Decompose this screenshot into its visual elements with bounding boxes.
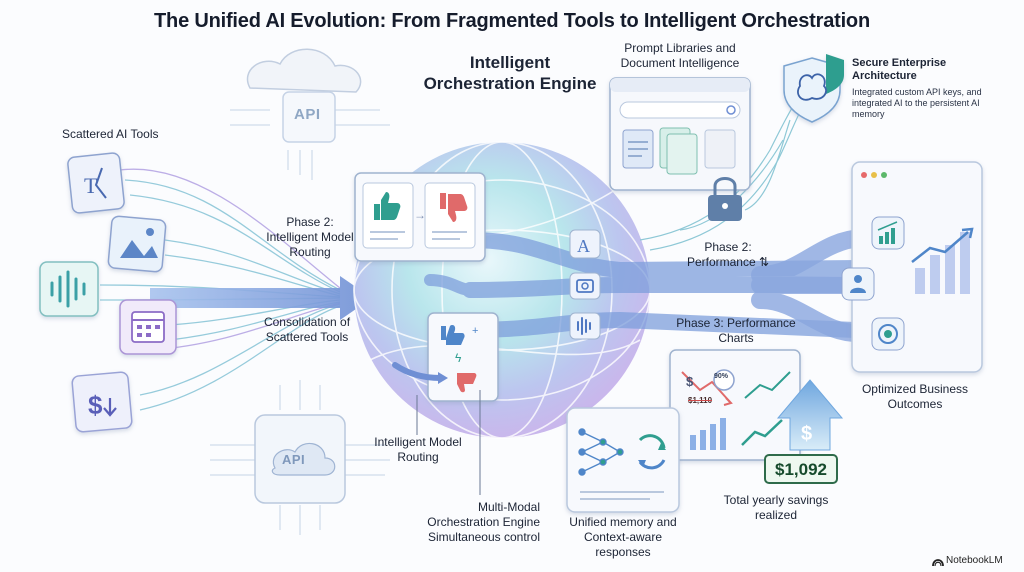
svg-text:A: A xyxy=(577,236,590,256)
page-title: The Unified AI Evolution: From Fragmente… xyxy=(154,10,870,32)
optimized-outcomes-label: Optimized Business Outcomes xyxy=(861,382,969,411)
scattered-tools-label: Scattered AI Tools xyxy=(62,127,159,141)
svg-text:$: $ xyxy=(686,374,694,389)
consolidation-arrow xyxy=(150,276,372,320)
text-a-icon: A xyxy=(569,229,601,259)
cloud-icon xyxy=(246,48,362,143)
performance-charts-card: $ xyxy=(669,349,801,461)
thumbs-up-icon xyxy=(374,192,401,220)
api-label-top: API xyxy=(294,106,321,123)
routing-arrow xyxy=(392,362,443,381)
chart-old-price: $1,110 xyxy=(688,396,713,405)
model-routing-label: Intelligent Model Routing xyxy=(374,435,462,464)
bar-chart-up-icon xyxy=(871,216,905,250)
secure-description: Integrated custom API keys, and integrat… xyxy=(852,87,982,119)
background-circuits xyxy=(210,109,390,535)
svg-text:+: + xyxy=(472,325,478,337)
thumbs-down-icon xyxy=(440,193,468,222)
notebooklm-logo xyxy=(932,559,944,567)
camera-icon xyxy=(569,272,601,300)
consolidation-label: Consolidation of Scattered Tools xyxy=(263,315,351,344)
svg-text:$: $ xyxy=(801,423,812,445)
engine-title: Intelligent Orchestration Engine xyxy=(423,53,597,93)
audio-wave-icon xyxy=(39,261,99,317)
brain-shield-icon xyxy=(783,54,844,123)
chip-icon xyxy=(254,414,346,504)
svg-text:ϟ: ϟ xyxy=(455,351,462,365)
total-savings-label: Total yearly savings realized xyxy=(723,493,829,522)
target-icon xyxy=(871,317,905,351)
dollar-down-icon: $ xyxy=(71,371,133,433)
people-icon xyxy=(841,267,875,301)
chart-percent: 90% xyxy=(714,373,729,380)
cycle-icon xyxy=(580,434,666,500)
simultaneous-label: Simultaneous control xyxy=(427,530,540,544)
savings-badge: $1,092 xyxy=(764,454,838,484)
secure-title: Secure Enterprise Architecture xyxy=(852,57,947,82)
calendar-icon xyxy=(119,299,177,355)
multimodal-label: Multi-Modal Orchestration Engine xyxy=(427,500,540,529)
pointer-lines xyxy=(416,390,481,495)
brand-label: NotebookLM xyxy=(946,555,1003,566)
phase2-performance-label: Phase 2: Performance ⇅ xyxy=(686,240,770,269)
svg-text:T: T xyxy=(84,173,98,198)
network-icon xyxy=(578,428,624,476)
prompt-libraries-label: Prompt Libraries and Document Intelligen… xyxy=(620,41,740,70)
routing-card-bottom: + ϟ xyxy=(427,312,499,402)
document-split-icon: T xyxy=(67,152,125,214)
svg-text:$: $ xyxy=(88,390,103,420)
phase3-label: Phase 3: Performance Charts xyxy=(676,316,796,345)
unified-memory-card xyxy=(566,407,680,513)
api-label-bottom: API xyxy=(282,452,306,467)
dollar-up-icon: $ xyxy=(776,379,844,451)
unified-memory-label: Unified memory and Context-aware respons… xyxy=(569,515,677,559)
phase2-routing-label: Phase 2: Intelligent Model Routing xyxy=(266,215,354,259)
prompt-library-window xyxy=(609,77,751,191)
waveform-icon xyxy=(569,312,601,340)
lock-icon xyxy=(708,177,742,221)
svg-text:→: → xyxy=(414,208,426,222)
image-split-icon xyxy=(107,215,167,273)
